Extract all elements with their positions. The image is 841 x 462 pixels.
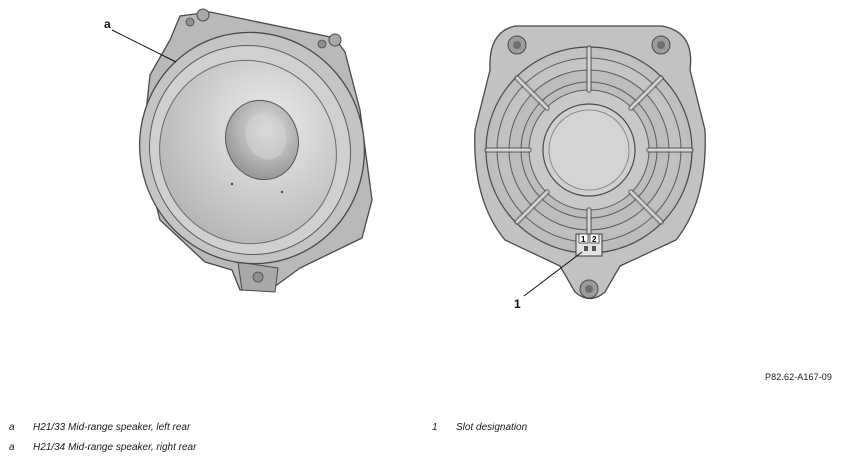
- connector-pin-1-label: 1: [581, 235, 586, 244]
- legend-text: Slot designation: [456, 422, 528, 433]
- legend-text: H21/34 Mid-range speaker, right rear: [33, 442, 197, 453]
- legend-key: a: [9, 442, 15, 453]
- legend-key: 1: [432, 422, 438, 433]
- connector-pin-2-label: 2: [592, 235, 597, 244]
- legend-item-left-rear: a H21/33 Mid-range speaker, left rear: [9, 422, 190, 433]
- legend-text: H21/33 Mid-range speaker, left rear: [33, 422, 191, 433]
- legend-item-right-rear: a H21/34 Mid-range speaker, right rear: [9, 442, 196, 453]
- speaker-front-view: [138, 8, 373, 293]
- leader-line-a: [111, 29, 177, 63]
- legend-item-slot-designation: 1 Slot designation: [432, 422, 527, 433]
- callout-1: 1: [514, 297, 521, 311]
- legend-key: a: [9, 422, 15, 433]
- figure-code: P82.62-A167-09: [765, 372, 832, 382]
- leader-line-1: [523, 251, 583, 297]
- speaker-rear-view: 1 2: [474, 25, 706, 300]
- callout-a: a: [104, 17, 111, 31]
